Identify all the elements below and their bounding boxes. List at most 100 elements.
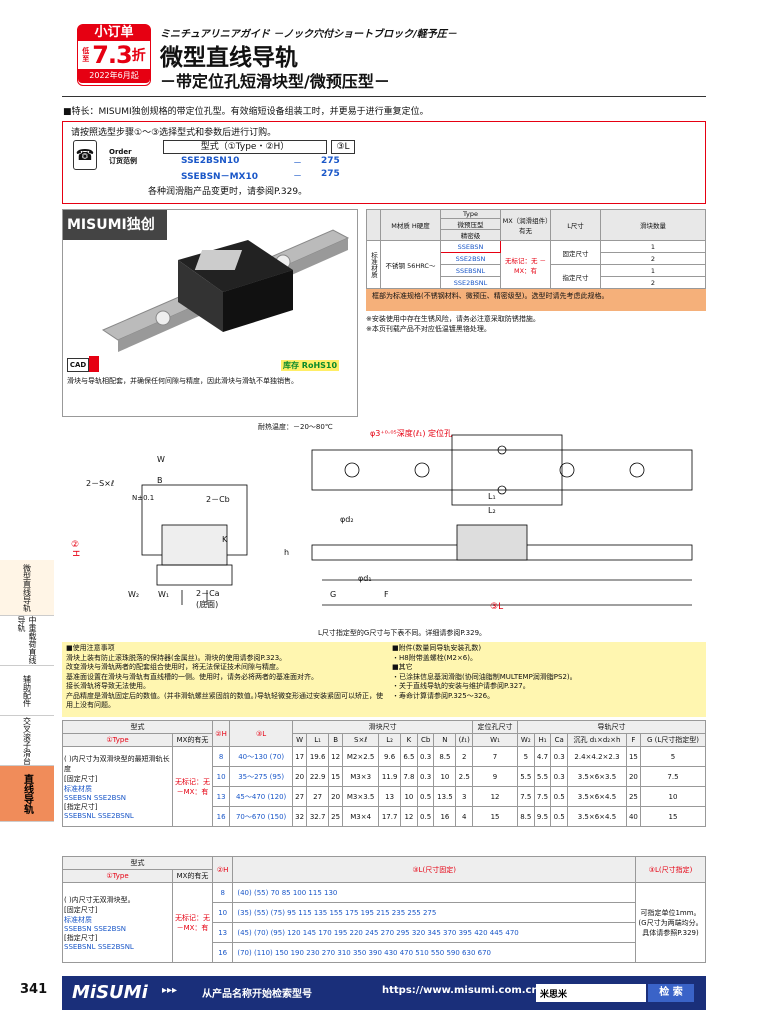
- table-cell: 0.5: [416, 806, 435, 827]
- order-note: 各种润滑脂产品变更时，请参阅P.329。: [148, 187, 308, 197]
- usage-note-4: 产品精度是滑轨固定后的数值。(并非滑轨螺丝紧固前的数值。)导轨轻微变形通过安装紧…: [66, 691, 383, 710]
- usage-note-3: 接长滑轨将导致无法使用。: [66, 682, 150, 690]
- order-l-header: ③L: [331, 140, 355, 154]
- t1-mx-cell: 无标记：无 －MX：有: [172, 746, 213, 827]
- cad-2d3d-icon: [89, 356, 99, 372]
- table-cell: (40) (55) 70 85 100 115 130: [232, 882, 636, 903]
- t1-col-Cb: Cb: [416, 733, 435, 747]
- dim-N: N±0.1: [132, 494, 155, 502]
- photo-note: 滑块与导轨相配套，并确保任何间隙与精度，因此滑块与滑轨不单独销售。: [67, 377, 298, 385]
- t2-cat2: [指定尺寸]: [64, 933, 98, 942]
- spec-mat: 不锈钢 56HRC～: [380, 240, 441, 289]
- t2-note: ( )内尺寸无双滑块型。: [64, 895, 135, 904]
- t1-col-l1: (ℓ₁): [455, 733, 474, 747]
- table-cell: 7: [472, 746, 518, 767]
- table-cell: 10: [639, 786, 707, 807]
- table-row: 16(70) (110) 150 190 230 270 310 350 390…: [63, 942, 706, 963]
- sidebar-item-heavy-guide[interactable]: 中重载荷直线导轨: [0, 616, 54, 666]
- dim-Ca: 2－Ca (底面): [196, 589, 220, 609]
- usage-note-2: 基准面设置在滑块与滑轨有直线槽的一侧。使用时，请务必将两者的基准面对齐。: [66, 672, 318, 681]
- t1-note: ( )内尺寸为双滑块型的最短滑轨长度: [64, 754, 170, 773]
- table-cell: 10: [433, 766, 457, 787]
- sidebar-item-cross-roller[interactable]: 交叉滚子滑台: [0, 716, 54, 766]
- spec-h-sub2: 精密级: [440, 229, 501, 241]
- t2-mx-cell: 无标记：无 －MX：有: [172, 882, 213, 963]
- t1-col-K: K: [400, 733, 418, 747]
- table-cell: 2.4×4.2×2.3: [567, 746, 627, 767]
- table-cell: 9.6: [378, 746, 402, 767]
- table-cell: 20: [625, 766, 641, 787]
- t1-h-model: 型式: [62, 720, 213, 734]
- stock-rohs-icons: 库存 RoHS10: [281, 360, 340, 371]
- t1-col-Ca: Ca: [550, 733, 569, 747]
- table-cell: 0.3: [416, 766, 435, 787]
- sidebar-item-linear-guide[interactable]: 直线导轨: [0, 766, 54, 822]
- table-cell: 22.9: [306, 766, 330, 787]
- spec-mx-text: 无标记：无 －MX：有: [504, 256, 547, 275]
- table-cell: 3.5×6×4.5: [567, 806, 627, 827]
- search-button[interactable]: 检 索: [648, 984, 694, 1002]
- table-cell: 5.5: [533, 766, 552, 787]
- table-cell: M3×3.5: [342, 786, 380, 807]
- t2-type-2: SSEBSNL: [64, 942, 96, 951]
- table-cell: 13: [211, 922, 234, 943]
- spec-l2: 指定尺寸: [550, 264, 601, 289]
- usage-note-0: 滑块上装有防止滚珠脱落的保持器(金属丝)。滑块的使用请参阅P.323。: [66, 653, 287, 662]
- t1-col-W2: W₂: [516, 733, 535, 747]
- t1-h-l: ③L: [229, 720, 294, 747]
- table-cell: 2: [455, 746, 474, 767]
- sidebar-item-mini-guide[interactable]: 微型直线导轨: [0, 560, 54, 616]
- accessory-text: ・H8附带盖螺栓(M2×6)。: [392, 653, 477, 662]
- spec-note2: ※本页刊载产品不对应低温镀黑铬处理。: [366, 325, 491, 333]
- table-cell: 0.5: [550, 806, 569, 827]
- table-cell: 27: [292, 786, 308, 807]
- other-note-0: ・已涂抹信息基润滑脂(协同油脂制MULTEMP润滑脂PS2)。: [392, 672, 577, 681]
- spec-note1: ※安装使用中存在生锈风险，请务必注意采取防锈措施。: [366, 315, 540, 323]
- page-number: 341: [20, 982, 48, 997]
- order-row2-dash: －: [293, 172, 303, 182]
- table-cell: 15: [625, 746, 641, 767]
- sidebar-item-accessories[interactable]: 辅助配件: [0, 666, 54, 716]
- table-cell: 40～130 (70): [229, 746, 294, 767]
- table-cell: 25: [625, 786, 641, 807]
- table-cell: 7.5: [533, 786, 552, 807]
- product-photo-panel: MISUMI独创 CAD 库存 RoHS10 滑块与导轨相配套，并确保任何间隙与…: [62, 209, 358, 417]
- table-cell: 4: [455, 806, 474, 827]
- table-cell: M3×4: [342, 806, 380, 827]
- t2-h-mx: MX的有无: [172, 869, 213, 883]
- table-cell: 3.5×6×3.5: [567, 766, 627, 787]
- cad-icon: CAD: [67, 358, 89, 372]
- table-cell: 70～670 (150): [229, 806, 294, 827]
- usage-note-1: 改变滑块与滑轨两者的配套组合使用时，将无法保证技术间隙与精度。: [66, 663, 283, 671]
- t2-h-model: 型式: [62, 856, 213, 870]
- table-cell: 17: [292, 746, 308, 767]
- page-subtitle: －带定位孔短滑块型/微预压型－: [160, 72, 390, 91]
- table-cell: 15: [472, 806, 518, 827]
- badge-unit: 折: [131, 48, 146, 64]
- t1-std: 标准材质: [64, 784, 92, 793]
- table-cell: 16: [211, 942, 234, 963]
- table-cell: 17.7: [378, 806, 402, 827]
- table-cell: 8: [211, 746, 231, 767]
- footer-url[interactable]: https://www.misumi.com.cn: [382, 985, 539, 996]
- t2-h-lsel: ③L(尺寸指定): [635, 856, 706, 883]
- search-input[interactable]: [536, 984, 646, 1002]
- table-cell: 0.5: [550, 786, 569, 807]
- t2-type-3: SSE2BSNL: [97, 942, 134, 951]
- table-cell: 45～470 (120): [229, 786, 294, 807]
- table-cell: 27: [306, 786, 330, 807]
- spec-table: M材质 H硬度 Type MX（润滑组件）有无 L尺寸 滑块数量 微预压型 精密…: [366, 209, 706, 289]
- table-cell: 5: [639, 746, 707, 767]
- spec-h-type: Type: [440, 209, 501, 219]
- product-image: [101, 229, 350, 352]
- temperature-note: 耐热温度：－20～80℃: [258, 423, 333, 431]
- notes-box: ■使用注意事项 滑块上装有防止滚珠脱落的保持器(金属丝)。滑块的使用请参阅P.3…: [62, 642, 706, 717]
- table-row: 10(35) (55) (75) 95 115 135 155 175 195 …: [63, 902, 706, 923]
- t1-col-hole: 沉孔 d₁×d₂×h: [567, 733, 627, 747]
